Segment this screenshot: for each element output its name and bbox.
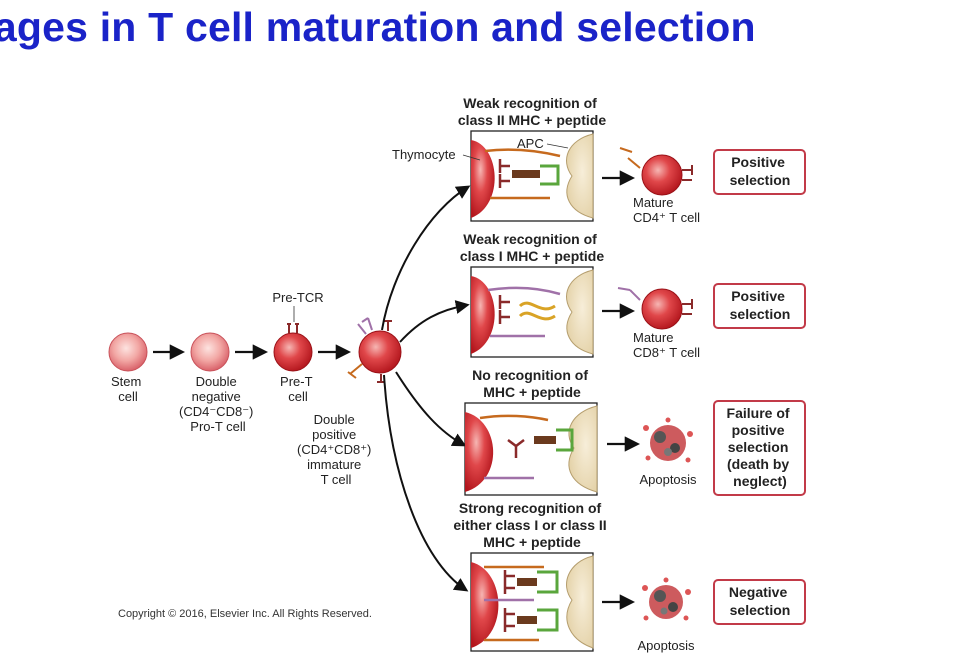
double-positive-cell: [347, 317, 402, 383]
pre-t-cell: [273, 323, 313, 372]
double-positive-label: Double positive (CD4⁺CD8⁺) immature T ce…: [297, 412, 375, 487]
outcome-failure-positive-selection: [713, 400, 806, 496]
arrow-to-panel-4: [383, 374, 469, 592]
mature-cd4-label: Mature CD4⁺ T cell: [633, 195, 700, 225]
pre-tcr-label: Pre-TCR: [272, 290, 323, 305]
thymocyte-label: Thymocyte: [392, 147, 456, 162]
arrow-to-panel-3: [395, 371, 467, 447]
apoptotic-cell-1: [643, 417, 693, 463]
outcome-negative-selection: [713, 579, 806, 625]
outcome-1-text: Positive selection: [730, 154, 791, 188]
panel-4-heading: Strong recognition of either class I or …: [453, 500, 610, 550]
panel-2: Weak recognition of class I MHC + peptid…: [460, 231, 605, 358]
stem-label: Stem cell: [111, 374, 145, 404]
outcome-4-text: Negative selection: [729, 584, 791, 618]
outcome-positive-selection-2: [713, 283, 806, 329]
pre-t-label: Pre-T cell: [280, 374, 316, 404]
arrow-to-panel-1: [381, 185, 471, 331]
thymocyte-leader: [462, 154, 481, 161]
panel-2-heading: Weak recognition of class I MHC + peptid…: [460, 231, 605, 264]
apoptosis-label-2: Apoptosis: [637, 638, 695, 653]
panel-1: Weak recognition of class II MHC + pepti…: [458, 95, 606, 222]
mature-cd8-cell: [617, 287, 693, 330]
mature-cd8-label: Mature CD8⁺ T cell: [633, 330, 700, 360]
arrow-to-panel-2: [399, 300, 470, 343]
stem-cell: [108, 332, 148, 372]
double-negative-label: Double negative (CD4⁻CD8⁻) Pro-T cell: [179, 374, 257, 434]
outcome-positive-selection-1: [713, 149, 806, 195]
apoptosis-label-1: Apoptosis: [639, 472, 697, 487]
page-title: tages in T cell maturation and selection: [0, 4, 756, 50]
panel-3-heading: No recognition of MHC + peptide: [472, 367, 592, 400]
mature-cd4-cell: [619, 147, 693, 196]
panel-3: No recognition of MHC + peptide: [464, 367, 598, 496]
apc-label: APC: [517, 136, 544, 151]
outcome-2-text: Positive selection: [730, 288, 791, 322]
copyright-notice: Copyright © 2016, Elsevier Inc. All Righ…: [118, 608, 372, 620]
double-negative-cell: [190, 332, 230, 372]
outcome-3-text: Failure of positive selection (death by …: [727, 405, 794, 489]
panel-4: Strong recognition of either class I or …: [453, 500, 610, 652]
apc: [566, 133, 594, 219]
panel-1-heading: Weak recognition of class II MHC + pepti…: [458, 95, 606, 128]
apc-leader: [546, 143, 569, 149]
apoptotic-cell-2: [642, 577, 691, 621]
